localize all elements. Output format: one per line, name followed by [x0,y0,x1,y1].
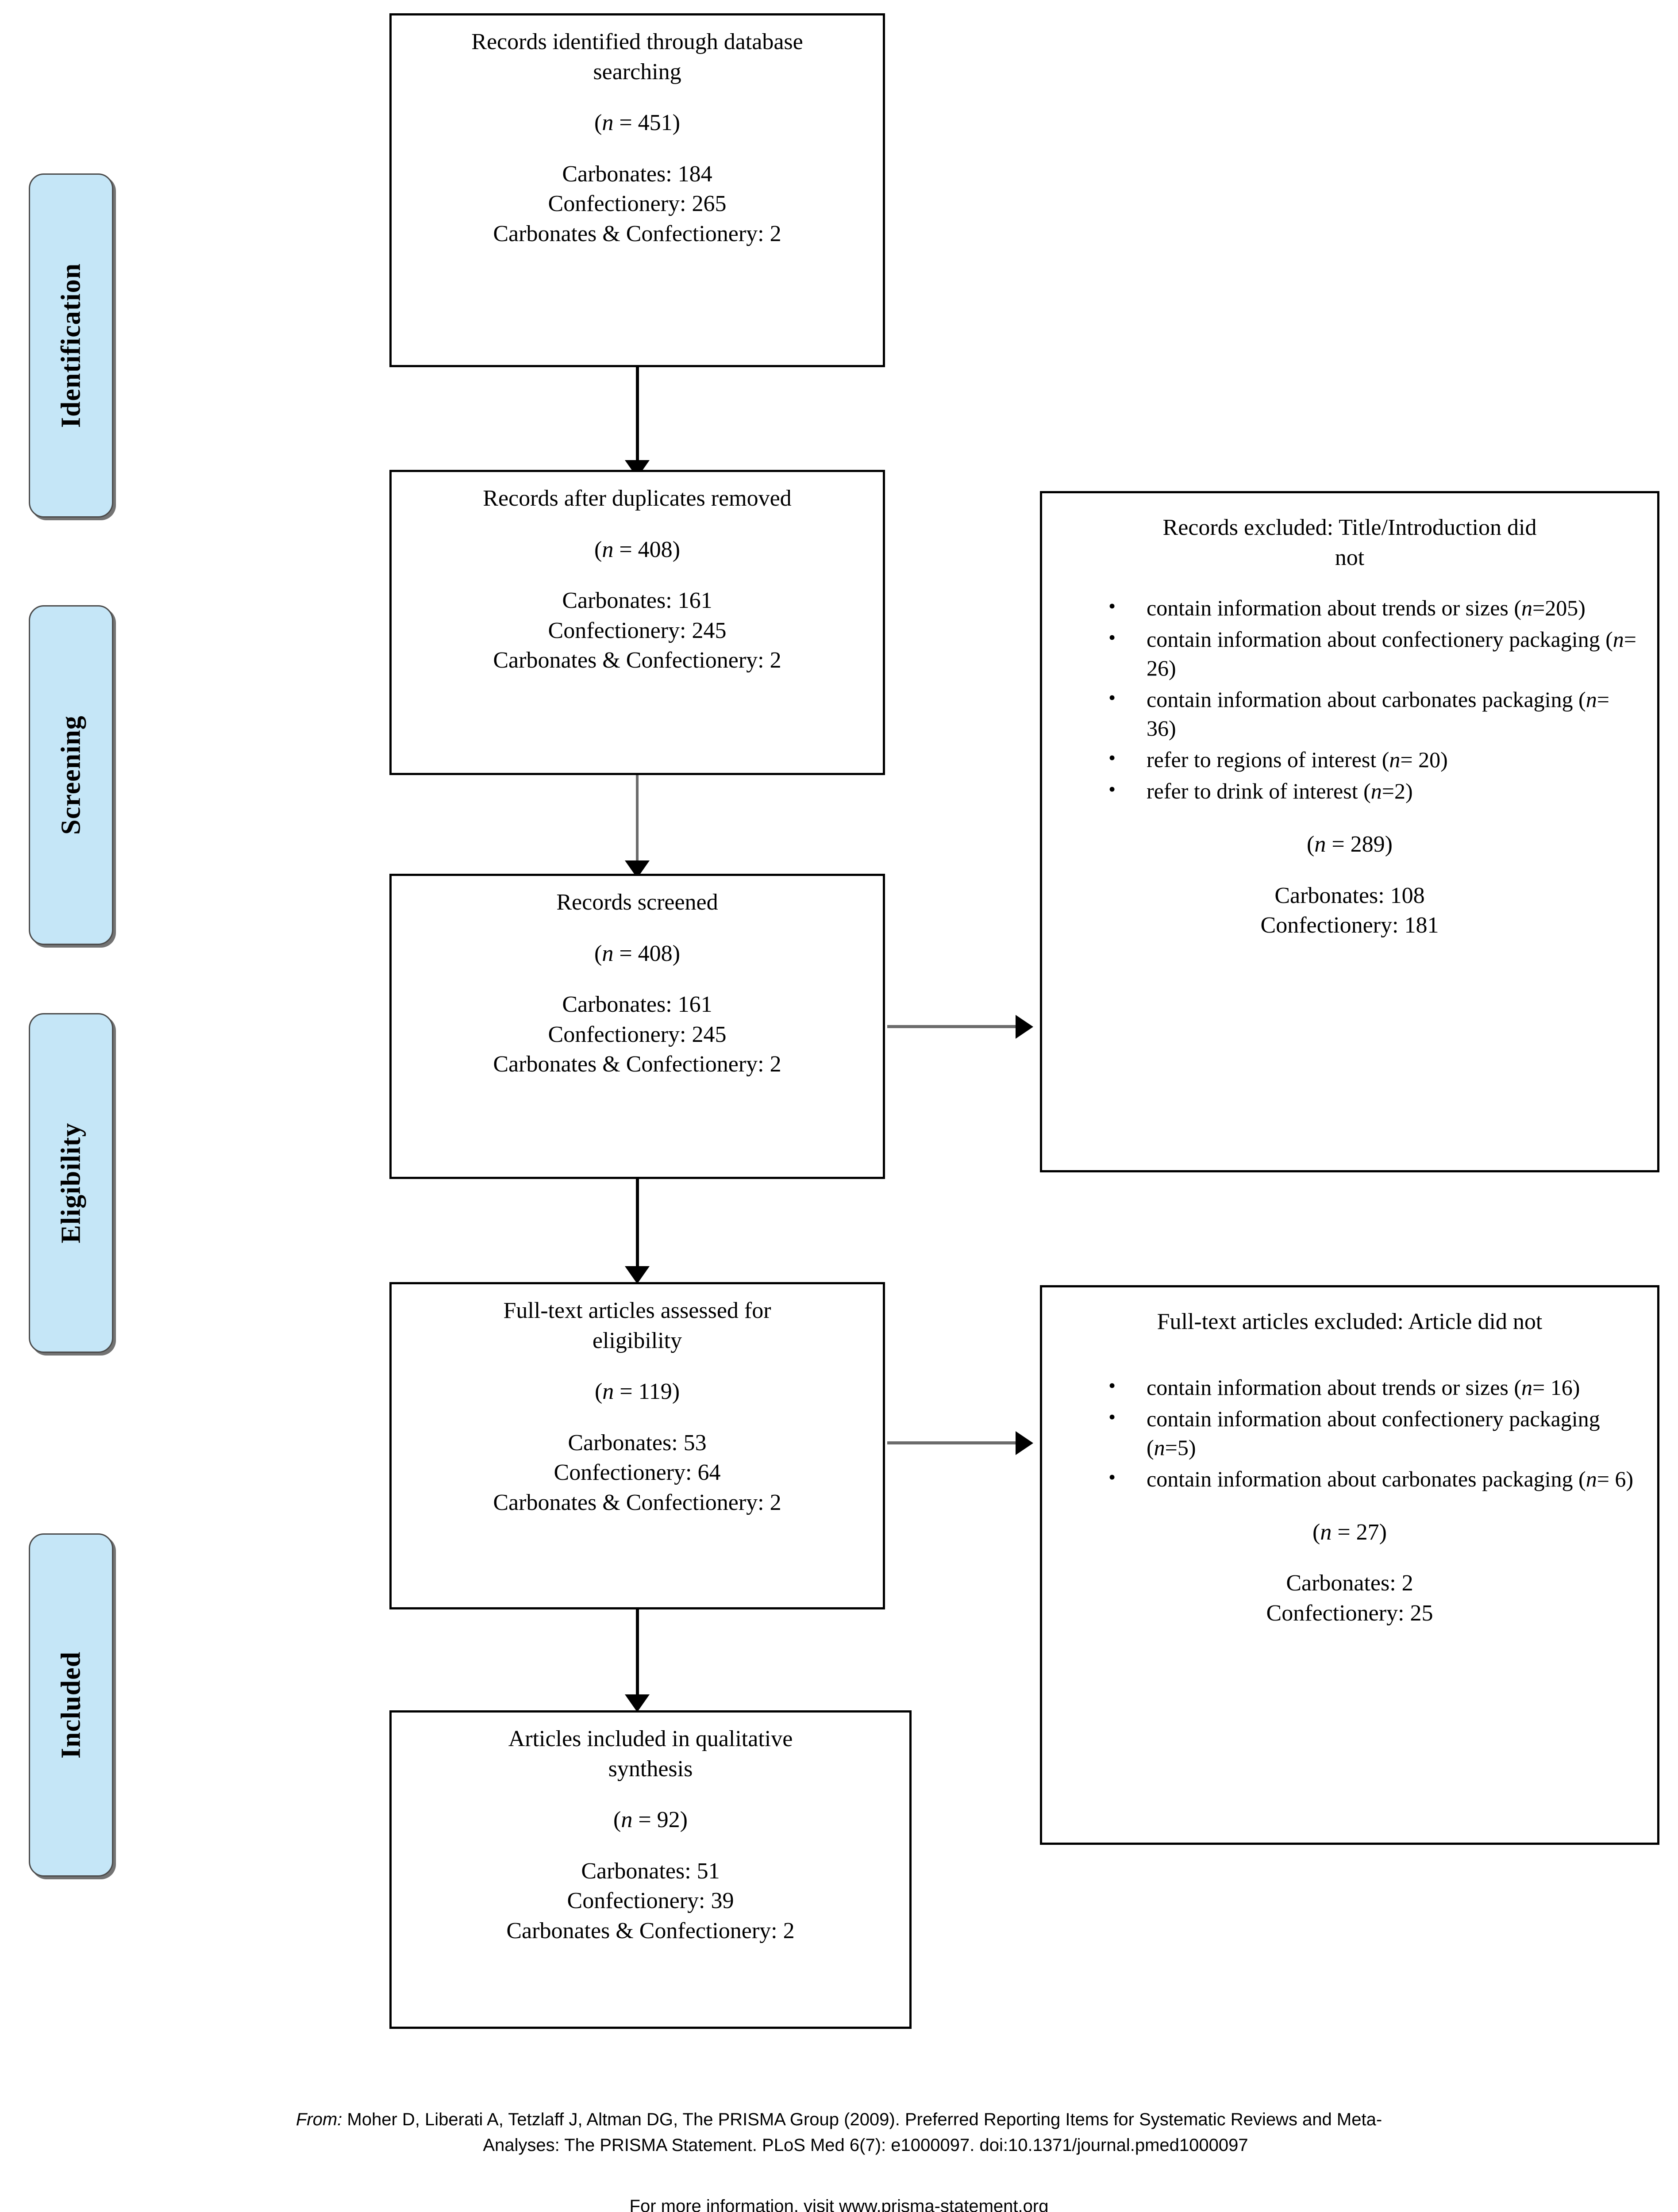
box-fulltext-assessed-title-line2: eligibility [592,1328,682,1353]
box-records-screened-count-2: Carbonates & Confectionery: 2 [493,1052,781,1077]
box-records-excluded: Records excluded: Title/Introduction did… [1040,491,1659,1172]
footer-citation-line1: From: Moher D, Liberati A, Tetzlaff J, A… [0,2107,1678,2132]
fulltext-excluded-bullet-list: contain information about trends or size… [1055,1372,1644,1494]
arrow-identified-to-duplicates [636,367,639,462]
box-fulltext-assessed-title-line1: Full-text articles assessed for [503,1298,771,1323]
box-records-screened-title: Records screened [556,890,718,915]
box-fulltext-assessed-count-1: Confectionery: 64 [554,1460,721,1486]
box-fulltext-assessed-n: (n = 119) [594,1379,680,1405]
arrow-screened-to-records-excluded [887,1025,1020,1028]
arrowhead-fulltext-to-fulltext-excluded [1016,1431,1033,1455]
box-fulltext-excluded: Full-text articles excluded: Article did… [1040,1285,1659,1845]
box-fulltext-assessed: Full-text articles assessed for eligibil… [389,1282,885,1609]
list-item: contain information about confectionery … [1108,1404,1644,1462]
list-item: contain information about carbonates pac… [1108,684,1644,743]
box-fulltext-excluded-count-1: Confectionery: 25 [1266,1600,1433,1626]
box-records-screened: Records screened (n = 408) Carbonates: 1… [389,874,885,1179]
stage-label-screening: Screening [56,715,86,835]
box-articles-included-count-2: Carbonates & Confectionery: 2 [506,1918,795,1943]
box-articles-included-count-1: Confectionery: 39 [567,1888,734,1914]
footer-more-info-text: For more information, visit www.prisma-s… [629,2197,1049,2212]
stage-label-identification: Identification [56,263,86,428]
box-records-after-duplicates-n: (n = 408) [594,537,680,562]
box-records-screened-n: (n = 408) [594,941,680,966]
box-records-excluded-n: (n = 289) [1307,832,1393,857]
footer-more-info: For more information, visit www.prisma-s… [0,2193,1678,2212]
box-records-after-duplicates-title: Records after duplicates removed [483,486,792,511]
box-records-identified-count-2: Carbonates & Confectionery: 2 [493,221,781,246]
list-item: contain information about trends or size… [1108,593,1644,622]
list-item: refer to drink of interest (n=2) [1108,776,1644,806]
box-records-after-duplicates-count-2: Carbonates & Confectionery: 2 [493,648,781,673]
box-records-screened-count-0: Carbonates: 161 [562,992,712,1018]
arrow-fulltext-to-included [636,1609,639,1698]
footer-citation: From: Moher D, Liberati A, Tetzlaff J, A… [0,2107,1678,2158]
box-articles-included-n: (n = 92) [613,1807,688,1833]
box-fulltext-excluded-n: (n = 27) [1312,1519,1387,1545]
arrow-duplicates-to-screened [636,775,639,864]
list-item: contain information about carbonates pac… [1108,1464,1644,1494]
box-articles-included-title-line1: Articles included in qualitative [508,1726,793,1751]
footer-citation-text-line1: Moher D, Liberati A, Tetzlaff J, Altman … [347,2110,1382,2129]
stage-label-eligibility: Eligibility [56,1122,86,1244]
box-records-identified-title-line1: Records identified through database [471,29,803,54]
list-item: refer to regions of interest (n= 20) [1108,745,1644,774]
arrow-screened-to-fulltext [636,1179,639,1270]
box-articles-included-count-0: Carbonates: 51 [581,1858,720,1884]
stage-box-identification: Identification [29,173,113,518]
box-records-after-duplicates-count-1: Confectionery: 245 [548,618,727,643]
box-records-after-duplicates: Records after duplicates removed (n = 40… [389,470,885,775]
stage-box-screening: Screening [29,605,113,945]
box-articles-included: Articles included in qualitative synthes… [389,1710,912,2029]
box-records-identified: Records identified through database sear… [389,13,885,367]
box-records-screened-count-1: Confectionery: 245 [548,1022,727,1047]
box-records-identified-title-line2: searching [593,59,681,84]
list-item: contain information about confectionery … [1108,624,1644,683]
box-articles-included-title-line2: synthesis [608,1756,693,1782]
footer-citation-line2: Analyses: The PRISMA Statement. PLoS Med… [483,2135,1248,2155]
box-records-excluded-title-line2: not [1335,545,1365,570]
box-fulltext-excluded-title: Full-text articles excluded: Article did… [1157,1309,1543,1334]
arrowhead-screened-to-fulltext [625,1266,650,1284]
arrow-fulltext-to-fulltext-excluded [887,1441,1020,1444]
arrowhead-screened-to-records-excluded [1016,1015,1033,1039]
box-records-excluded-title-line1: Records excluded: Title/Introduction did [1162,515,1537,540]
box-fulltext-excluded-count-0: Carbonates: 2 [1286,1571,1413,1596]
list-item: contain information about trends or size… [1108,1372,1644,1402]
footer-from-label: From: [296,2110,343,2129]
box-records-after-duplicates-count-0: Carbonates: 161 [562,588,712,614]
box-fulltext-assessed-count-2: Carbonates & Confectionery: 2 [493,1490,781,1515]
box-fulltext-assessed-count-0: Carbonates: 53 [568,1430,707,1455]
records-excluded-bullet-list: contain information about trends or size… [1055,593,1644,806]
box-records-identified-count-0: Carbonates: 184 [562,161,712,187]
box-records-excluded-count-0: Carbonates: 108 [1274,883,1425,908]
box-records-identified-count-1: Confectionery: 265 [548,191,727,217]
arrowhead-fulltext-to-included [625,1694,650,1712]
box-records-identified-n: (n = 451) [594,110,680,136]
stage-box-included: Included [29,1533,113,1877]
stage-box-eligibility: Eligibility [29,1013,113,1353]
stage-label-included: Included [56,1651,86,1759]
box-records-excluded-count-1: Confectionery: 181 [1260,913,1439,938]
